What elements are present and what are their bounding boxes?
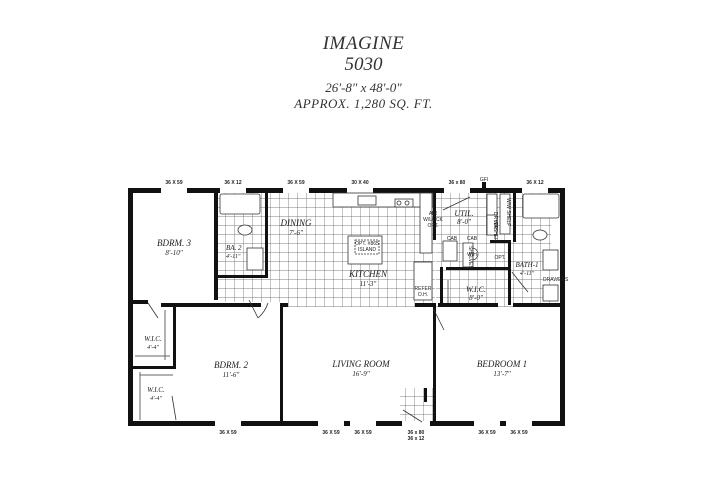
opt-lock-label: W/LOCK <box>423 217 443 223</box>
opt-label: OPT. <box>494 255 505 261</box>
drawers-label: DRAWERS <box>543 277 569 283</box>
room-size: 4'-11" <box>520 270 535 277</box>
opt-lock-label: OPT. <box>427 223 438 229</box>
bath1-sink-2 <box>542 284 559 302</box>
room-name: KITCHEN <box>348 269 388 279</box>
bath1-sink-1 <box>542 249 559 271</box>
bath1-tub <box>522 193 560 219</box>
dryer-label: DRYER <box>492 212 498 230</box>
room-name: UTIL. <box>454 209 473 218</box>
room-name: DINING <box>280 218 312 228</box>
room-name: BEDROOM 1 <box>477 359 527 369</box>
room-name: W.I.C. <box>144 335 162 343</box>
bath2-tub <box>219 193 261 215</box>
bottom-windows <box>215 421 532 426</box>
gfi-label: GFI <box>480 177 488 183</box>
cab <box>442 240 458 262</box>
room-size: 13'-7" <box>493 370 510 378</box>
room-size: 11'-6" <box>223 371 240 379</box>
window-label: 36 x 80 <box>449 180 466 186</box>
kitchen-counters <box>332 192 434 301</box>
room-labels: BDRM. 3 8'-10" BA. 2 4'-11" DINING 7'-6"… <box>144 209 538 402</box>
window-label: 36 X 12 <box>526 180 543 186</box>
window-label: 36 X 59 <box>354 430 371 436</box>
interior-walls <box>133 192 561 421</box>
room-name: BATH-1 <box>515 261 538 269</box>
room-name: LIVING ROOM <box>331 359 390 369</box>
door-label: 36 x 12 <box>408 436 425 442</box>
room-name: W.I.C. <box>466 285 486 294</box>
washer-label: WASHER <box>492 220 498 242</box>
range <box>394 198 414 208</box>
window-label: 36 X 59 <box>287 180 304 186</box>
island-label: ISLAND <box>358 247 376 253</box>
shelves-label: SHELVES <box>467 246 473 269</box>
top-windows <box>161 188 548 193</box>
refer-label: O.H. <box>418 292 428 298</box>
bottom-window-labels: 36 X 59 36 X 59 36 X 59 36 x 80 36 x 12 … <box>219 430 527 442</box>
fixture-labels: OPT. #865 ISLAND REFER O.H. CAB CAB W/H … <box>355 177 569 298</box>
refer-label: REFER <box>415 286 432 292</box>
shelves <box>462 242 474 268</box>
kitchen-sink <box>357 195 377 206</box>
model-number: 5030 <box>344 54 383 75</box>
island-label: OPT. #865 <box>355 241 379 247</box>
room-name: BDRM. 2 <box>214 360 248 370</box>
entry-tile <box>400 388 434 422</box>
cab-label: CAB <box>447 236 458 242</box>
room-size: 4'-4" <box>150 395 162 402</box>
bath2-vanity <box>246 247 264 271</box>
room-size: 8'-0" <box>457 218 471 226</box>
room-name: W.I.C. <box>147 386 165 394</box>
washer <box>486 214 498 236</box>
room-name: BA. 2 <box>226 244 242 252</box>
room-size: 7'-6" <box>289 229 303 237</box>
hall-tile <box>283 301 433 307</box>
bath1-toilet <box>532 229 548 241</box>
bath2-toilet <box>237 224 253 236</box>
room-size: 16'-9" <box>352 370 369 378</box>
window-label: 30 X 40 <box>351 180 368 186</box>
opt-lock-label: AIR <box>429 211 438 217</box>
exterior-walls <box>128 188 565 426</box>
room-size: 8'-10" <box>165 249 182 257</box>
window-label: 36 X 59 <box>478 430 495 436</box>
window-label: 36 X 59 <box>510 430 527 436</box>
bath-fixtures <box>219 193 560 302</box>
square-footage: APPROX. 1,280 SQ. FT. <box>294 96 433 111</box>
room-size: 4'-4" <box>147 344 159 351</box>
closet-shelves <box>135 280 449 420</box>
gfi-marker <box>482 182 486 189</box>
ww-shelf <box>499 193 511 235</box>
room-size: 8'-0" <box>469 294 483 302</box>
cab-label: CAB <box>467 236 478 242</box>
room-name: BDRM. 3 <box>157 238 191 248</box>
shelf-label: W/W SHELF <box>505 198 511 226</box>
window-label: 36 X 59 <box>219 430 236 436</box>
model-name: IMAGINE <box>322 33 405 54</box>
top-window-labels: 36 X 59 36 X 12 36 X 59 30 X 40 36 x 80 … <box>165 180 543 186</box>
window-label: 36 X 59 <box>165 180 182 186</box>
door-label: 36 x 80 <box>408 430 425 436</box>
doors <box>147 196 529 423</box>
home-dimensions: 26'-8" x 48'-0" <box>325 80 402 95</box>
window-label: 36 X 59 <box>322 430 339 436</box>
wh-label: W/H <box>467 252 477 258</box>
room-size: 4'-11" <box>226 253 241 260</box>
window-label: 36 X 12 <box>224 180 241 186</box>
room-size: 11'-3" <box>360 280 377 288</box>
